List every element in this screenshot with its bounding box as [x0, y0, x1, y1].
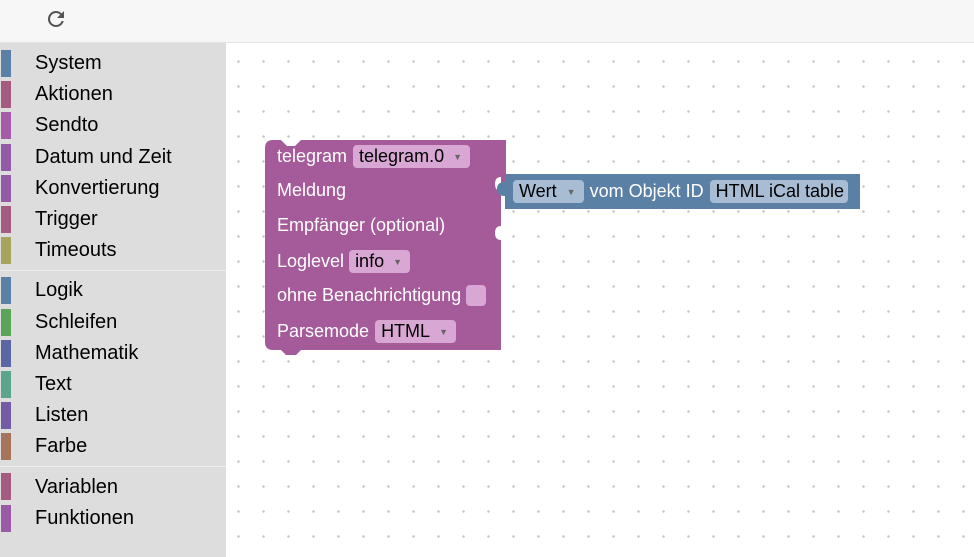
category-label: Mathematik [35, 341, 139, 364]
instance-label: telegram [277, 146, 348, 166]
attr-dropdown[interactable]: Wert ▼ [513, 180, 584, 203]
row-silent: ohne Benachrichtigung [277, 285, 487, 306]
object-id-field[interactable]: HTML iCal table [709, 180, 848, 203]
category-label: Logik [35, 279, 83, 302]
category-label: Funktionen [35, 506, 134, 529]
category-label: Aktionen [35, 83, 113, 106]
category-label: Timeouts [35, 239, 117, 262]
dropdown-arrow-icon: ▼ [439, 326, 448, 337]
category-schleifen[interactable]: Schleifen [0, 307, 226, 338]
category-label: Listen [35, 404, 89, 427]
telegram-block-shape [265, 140, 506, 355]
category-color [1, 237, 11, 265]
category-group-1: System Aktionen Sendto Datum und Zeit Ko… [0, 48, 226, 266]
loglevel-dropdown[interactable]: info ▼ [349, 250, 411, 273]
category-color [1, 112, 11, 140]
category-color [1, 277, 11, 305]
category-funktionen[interactable]: Funktionen [0, 503, 226, 534]
get-value-block[interactable]: Wert ▼ vom Objekt ID HTML iCal table [497, 174, 860, 209]
instance-value: telegram.0 [359, 146, 445, 166]
category-color [1, 433, 11, 461]
category-label: Trigger [35, 208, 98, 231]
category-color [1, 308, 11, 336]
category-label: Text [35, 372, 72, 395]
category-color [1, 174, 11, 202]
category-group-2: Logik Schleifen Mathematik Text Listen F… [0, 275, 226, 462]
category-separator [0, 270, 226, 272]
category-timeouts[interactable]: Timeouts [0, 235, 226, 266]
row-parsemode: Parsemode HTML ▼ [277, 320, 456, 343]
category-color [1, 504, 11, 532]
get-value-row: Wert ▼ vom Objekt ID HTML iCal table [513, 180, 848, 203]
dropdown-arrow-icon: ▼ [393, 256, 403, 267]
parsemode-dropdown[interactable]: HTML ▼ [375, 320, 456, 343]
category-logik[interactable]: Logik [0, 275, 226, 306]
toolbox: System Aktionen Sendto Datum und Zeit Ko… [0, 43, 226, 557]
category-color [1, 81, 11, 109]
category-trigger[interactable]: Trigger [0, 204, 226, 235]
category-color [1, 339, 11, 367]
category-datum-und-zeit[interactable]: Datum und Zeit [0, 142, 226, 173]
refresh-icon [47, 10, 64, 27]
row-loglevel: Loglevel info ▼ [277, 250, 411, 273]
message-label: Meldung [277, 180, 347, 200]
category-listen[interactable]: Listen [0, 400, 226, 431]
category-label: Farbe [35, 435, 88, 458]
row-recipient: Empfänger (optional) [277, 215, 445, 236]
category-variablen[interactable]: Variablen [0, 471, 226, 502]
parsemode-label: Parsemode [277, 321, 370, 341]
telegram-block[interactable]: telegram telegram.0 ▼ Meldung Empfänger (… [265, 140, 506, 355]
category-color [1, 50, 11, 77]
category-farbe[interactable]: Farbe [0, 431, 226, 462]
category-konvertierung[interactable]: Konvertierung [0, 173, 226, 204]
category-label: System [35, 52, 102, 75]
toolbar [0, 0, 974, 43]
category-color [1, 473, 11, 501]
category-color [1, 402, 11, 430]
category-label: Schleifen [35, 310, 118, 333]
object-id-label: vom Objekt ID [589, 181, 704, 201]
dropdown-arrow-icon: ▼ [566, 186, 576, 197]
category-text[interactable]: Text [0, 369, 226, 400]
dropdown-arrow-icon: ▼ [453, 151, 462, 162]
recipient-label: Empfänger (optional) [277, 215, 446, 235]
category-mathematik[interactable]: Mathematik [0, 338, 226, 369]
silent-checkbox[interactable] [466, 285, 487, 306]
category-color [1, 205, 11, 233]
row-instance: telegram telegram.0 ▼ [277, 145, 470, 168]
refresh-button[interactable] [42, 5, 70, 33]
category-label: Sendto [35, 114, 99, 137]
parsemode-value: HTML [381, 321, 431, 341]
category-system[interactable]: System [0, 48, 226, 79]
category-group-3: Variablen Funktionen [0, 471, 226, 533]
instance-dropdown[interactable]: telegram.0 ▼ [353, 145, 470, 168]
category-color [1, 370, 11, 398]
loglevel-label: Loglevel [277, 251, 345, 271]
category-label: Variablen [35, 475, 119, 498]
silent-label: ohne Benachrichtigung [277, 285, 462, 305]
loglevel-value: info [355, 251, 385, 271]
category-separator [0, 466, 226, 468]
category-label: Konvertierung [35, 176, 160, 199]
category-sendto[interactable]: Sendto [0, 110, 226, 141]
blockly-workspace[interactable] [226, 43, 974, 557]
category-color [1, 143, 11, 171]
attr-value: Wert [519, 181, 557, 201]
row-message: Meldung [277, 180, 346, 201]
category-label: Datum und Zeit [35, 145, 172, 168]
category-aktionen[interactable]: Aktionen [0, 79, 226, 110]
